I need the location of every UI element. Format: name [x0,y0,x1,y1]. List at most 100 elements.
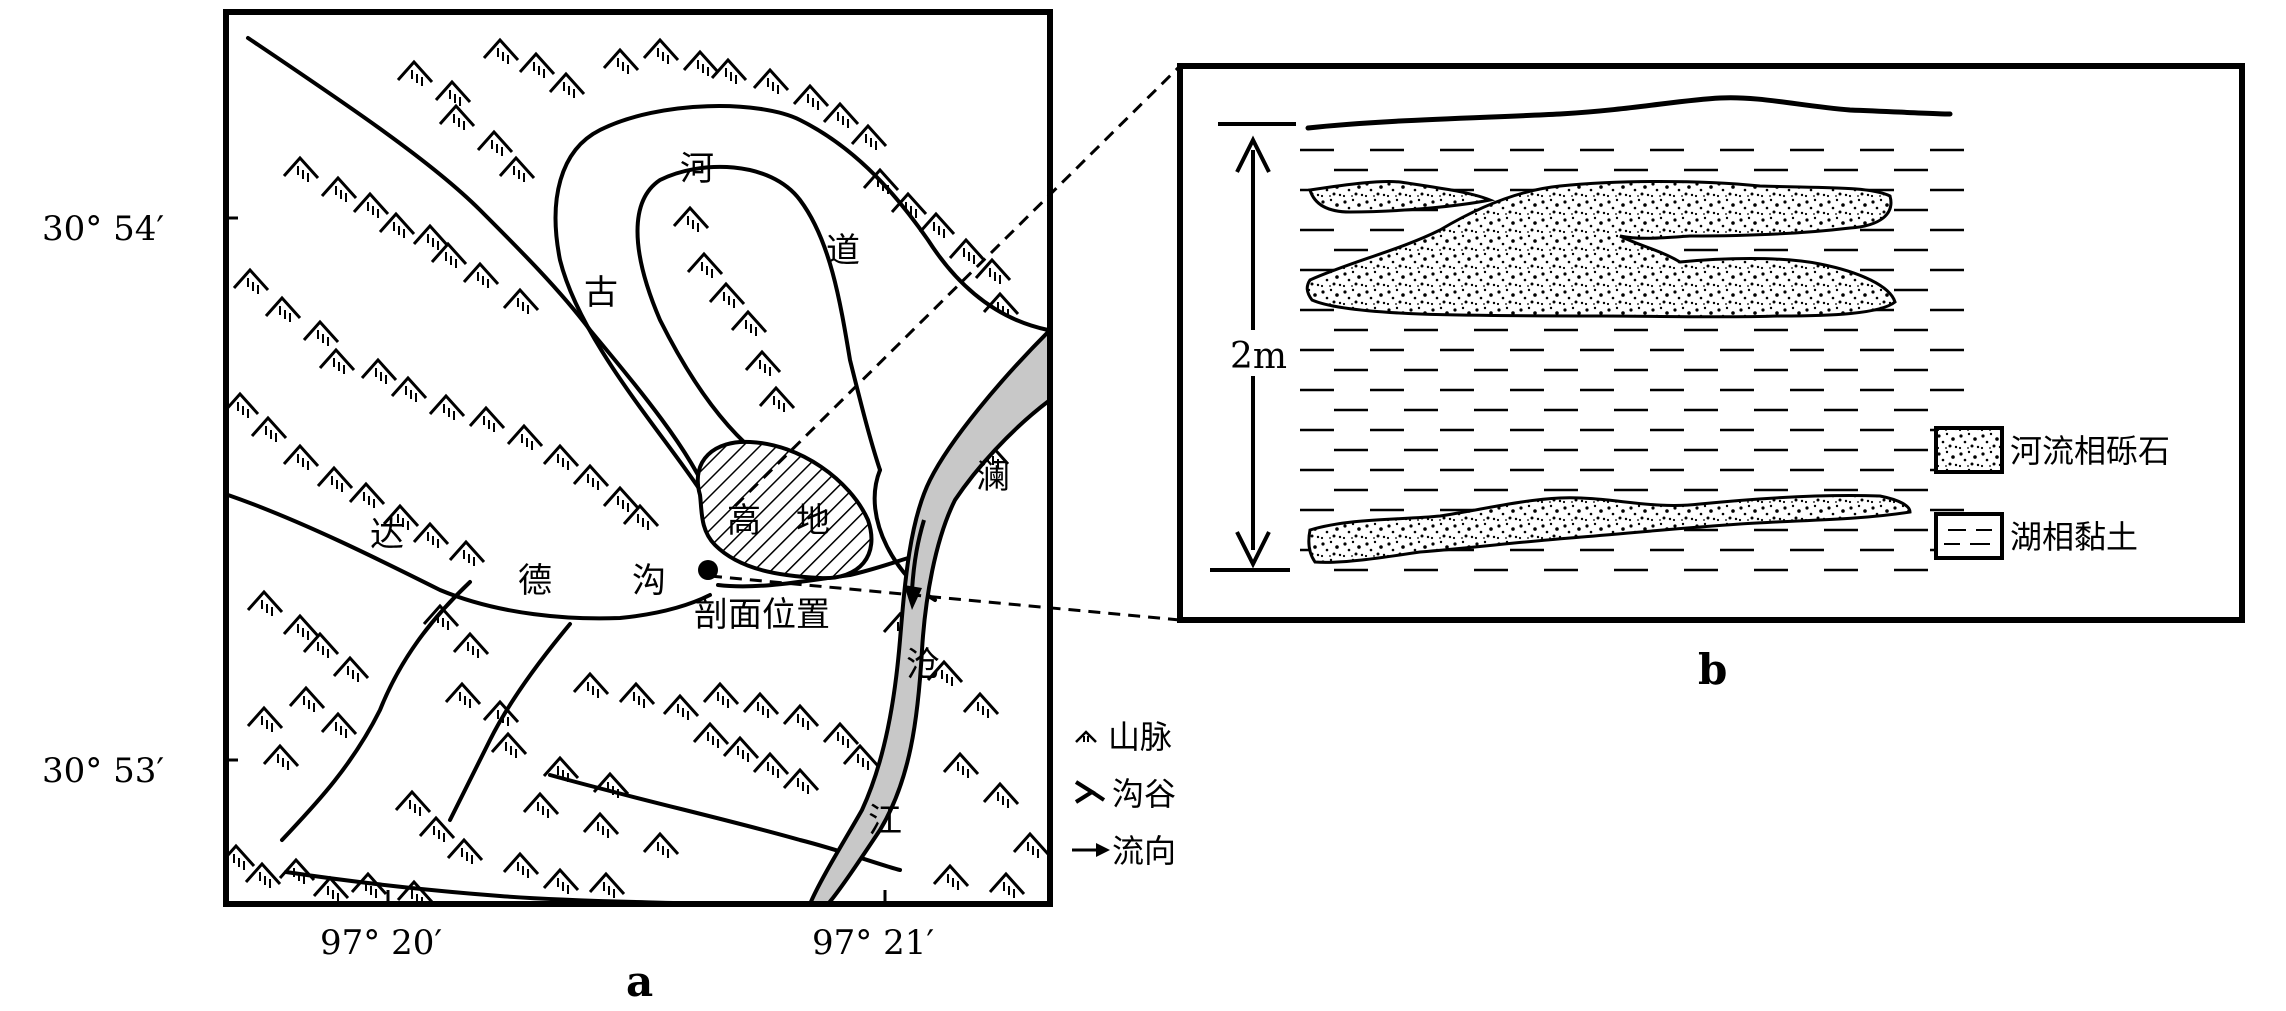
mountain-symbol [348,481,386,508]
mountain-symbol [742,691,780,718]
legend-gravel-label: 河流相砾石 [2010,432,2170,470]
legend-gully-symbol [1074,780,1106,804]
label-he: 河 [680,149,714,189]
mountain-symbol [390,375,428,402]
mountain-symbol [682,49,720,76]
mountain-symbol [244,861,282,888]
mountain-symbol [542,867,580,894]
highland-area [695,439,874,581]
mountain-symbol [722,735,760,762]
label-dao: 道 [826,231,860,271]
mountain-symbol [842,743,880,770]
scale-label: 2m [1230,336,1287,377]
mountain-symbol [686,251,724,278]
mountain-symbol [282,443,320,470]
mountain-symbol [518,51,556,78]
mountain-symbol [662,693,700,720]
latitude-label-2: 30° 53′ [42,751,164,791]
mountain-symbol [982,781,1020,808]
legend-gully-label: 沟谷 [1112,775,1176,813]
mountain-symbol [396,59,434,86]
label-di: 地 [796,501,830,541]
mountain-symbol [850,123,888,150]
panel-a-map: 30° 54′ 30° 53′ 97° 20′ 97° 21′ a 河 道 古 … [42,9,1176,1006]
label-profile-location: 剖面位置 [694,595,830,635]
mountain-symbol [522,791,560,818]
mountain-symbol [320,175,358,202]
mountain-symbol [822,101,860,128]
latitude-label-1: 30° 54′ [42,209,164,249]
panel-a-caption: a [626,957,653,1006]
mountain-symbol [434,79,472,106]
mountain-symbol [250,415,288,442]
legend-gravel-swatch [1934,426,2004,474]
mountain-symbol [782,767,820,794]
mountain-symbol [282,613,320,640]
mountain-symbol [942,751,980,778]
label-gou: 沟 [632,561,666,601]
mountain-symbol [264,295,302,322]
legend-mountain-label: 山脉 [1108,718,1172,756]
mountain-symbol [506,423,544,450]
mountain-symbol [288,685,326,712]
mountain-symbol [502,851,540,878]
mountain-symbol [1012,831,1050,858]
mountain-symbol [430,241,468,268]
legend-clay-swatch [1934,512,2004,560]
mountain-symbol [782,703,820,730]
mountain-symbol [498,155,536,182]
mountain-symbol [320,711,358,738]
panel-b-profile: 2m 河流相砾石 湖相黏土 b [1177,63,2245,694]
legend-clay-label: 湖相黏土 [2010,518,2138,556]
mountain-symbol [282,155,320,182]
mountain-symbol [448,539,486,566]
mountain-symbol [438,103,476,130]
legend-mountain-symbol [1075,730,1097,743]
mountain-symbol [482,37,520,64]
terrain-lines [226,36,1050,904]
mountain-symbol [490,731,528,758]
panel-b-legend: 河流相砾石 湖相黏土 [1934,426,2170,560]
mountain-symbol [318,347,356,374]
mountain-symbol [602,47,640,74]
mountain-symbol [918,211,956,238]
mountain-symbol [226,843,256,870]
mountain-symbol [710,57,748,84]
mountain-symbol [588,871,626,898]
mountain-symbol [502,287,540,314]
mountain-symbol [752,67,790,94]
mountain-symbol [262,743,300,770]
gravel-lens-3 [1307,493,1912,564]
panel-a-frame [223,9,1053,907]
mountain-symbol [974,257,1012,284]
mountain-symbol [642,37,680,64]
mountain-symbol [352,191,390,218]
mountain-symbol [452,631,490,658]
mountain-symbol [428,393,466,420]
mountain-symbol [446,837,484,864]
mountain-symbol [758,385,796,412]
mountain-symbol [642,831,680,858]
mountain-symbol [672,205,710,232]
gravel-lens-2 [1305,180,1897,319]
mountain-symbol [412,521,450,548]
legend-arrow-symbol [1072,843,1110,857]
connector-lines [709,64,1182,622]
mountain-symbol [572,671,610,698]
longitude-label-1: 97° 20′ [320,923,442,963]
mountain-symbol [752,751,790,778]
mountain-symbol [302,319,340,346]
mountain-symbol [708,281,746,308]
mountain-symbol [582,811,620,838]
label-lan: 澜 [976,457,1010,497]
flow-arrow [904,519,926,610]
mountain-symbol [622,503,660,530]
mountain-symbol [418,815,456,842]
mountain-symbol [542,443,580,470]
mountain-symbol [926,659,964,686]
label-gu: 古 [584,273,618,313]
panel-b-caption: b [1698,645,1727,694]
longitude-label-2: 97° 21′ [812,923,934,963]
mountain-symbol [360,357,398,384]
label-jiang: 江 [868,801,902,841]
